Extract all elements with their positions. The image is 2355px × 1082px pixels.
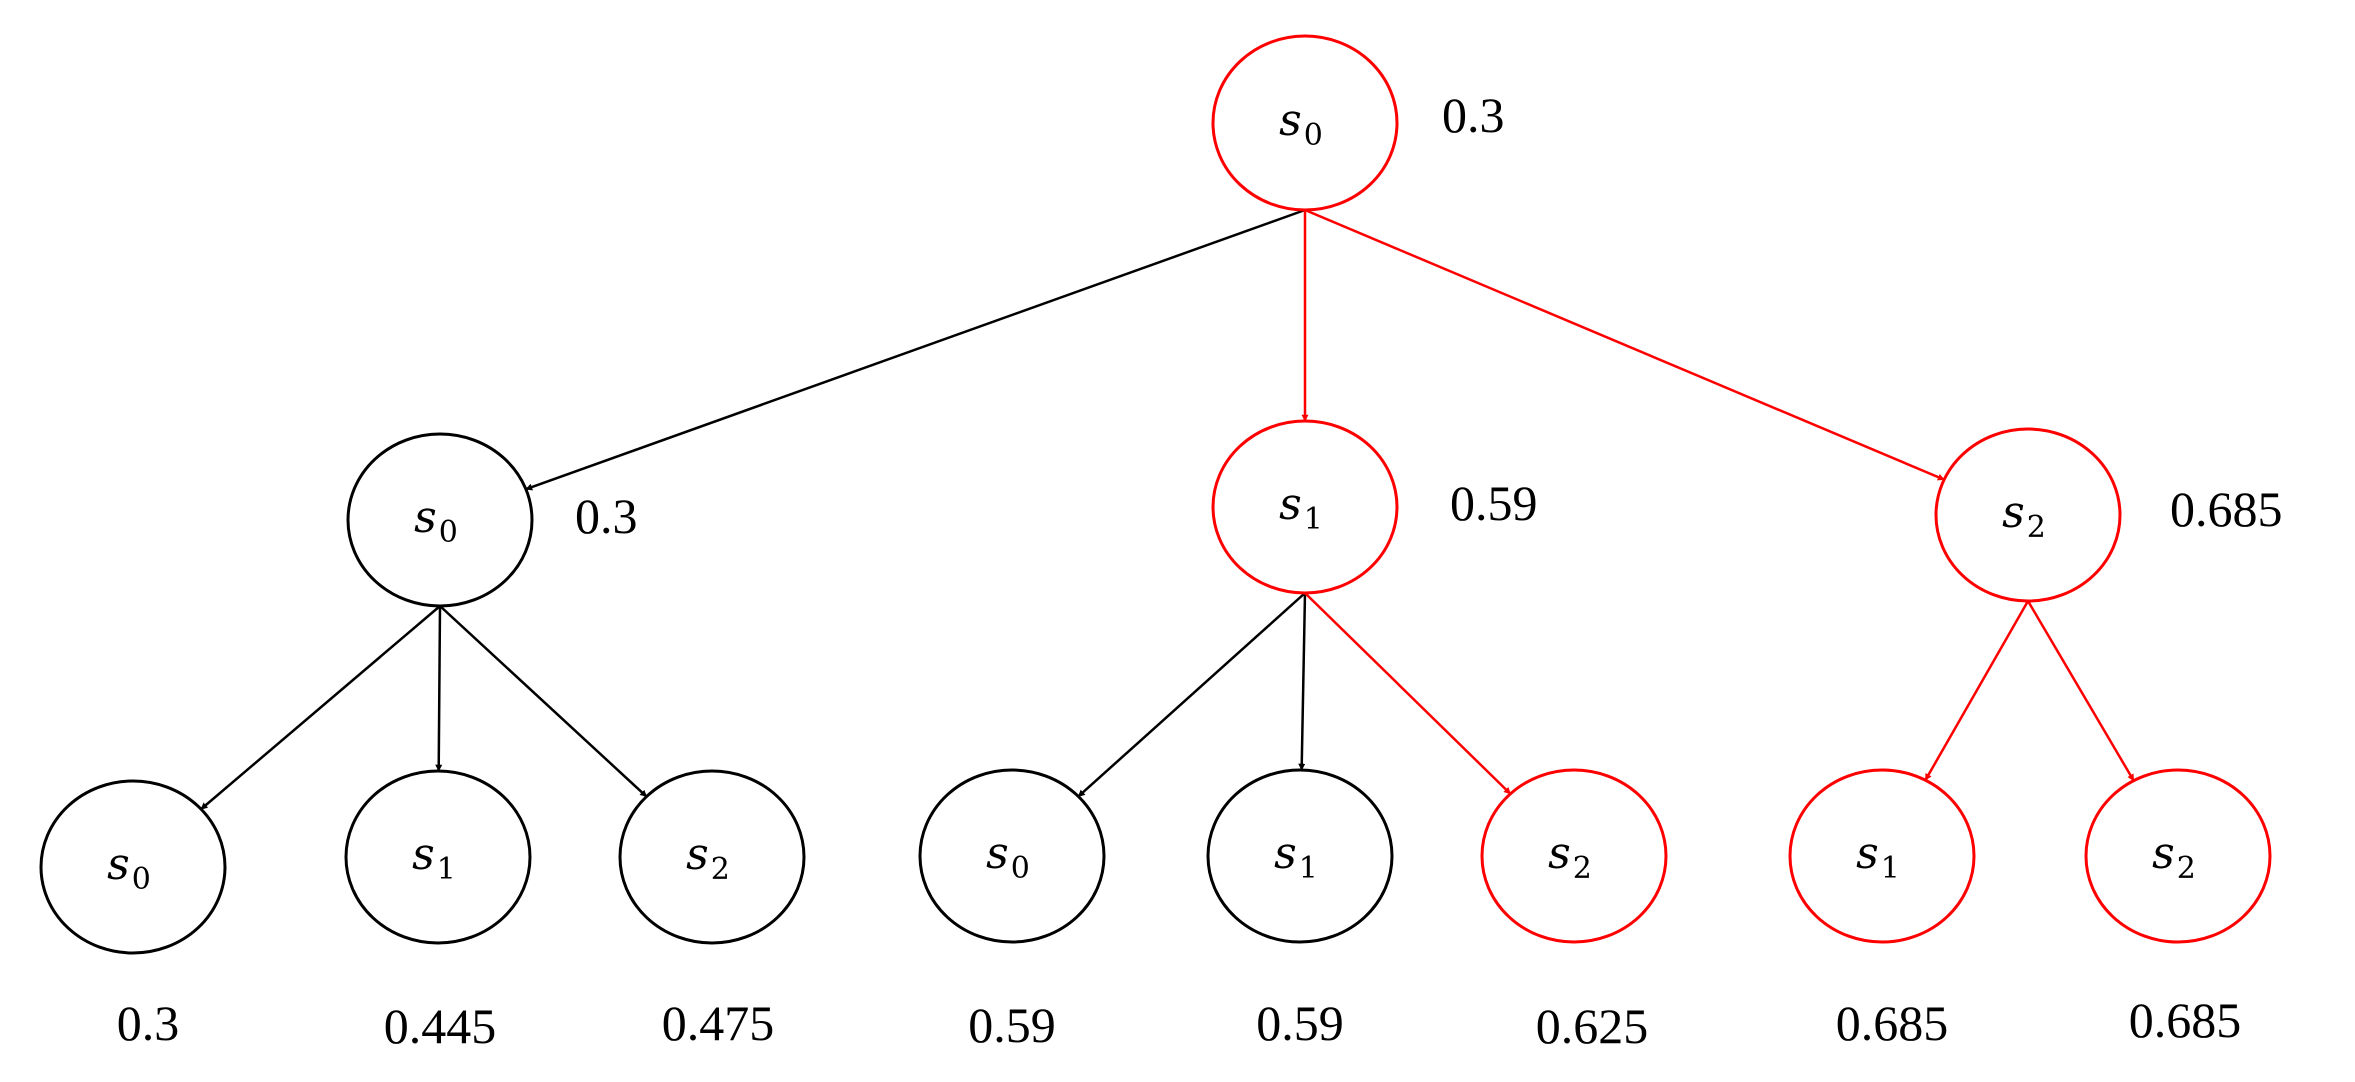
- node-state-label: s0: [986, 828, 1030, 886]
- edge-l1-a-to-l2-a2: [439, 605, 648, 798]
- node-l1-a: s0: [346, 432, 534, 608]
- node-ellipse: [618, 769, 806, 945]
- node-ellipse: [1480, 768, 1668, 944]
- node-state-symbol: s: [986, 828, 1009, 879]
- node-l2-a1: s1: [344, 769, 532, 945]
- node-ellipse: [1211, 34, 1399, 212]
- node-state-symbol: s: [412, 829, 435, 880]
- node-state-label: s1: [1274, 828, 1318, 886]
- node-value-l2-b2: 0.625: [1536, 998, 1649, 1054]
- node-ellipse: [918, 768, 1106, 944]
- node-state-symbol: s: [1274, 828, 1297, 879]
- node-state-label: s0: [1279, 95, 1323, 153]
- node-state-subscript: 2: [2027, 510, 2046, 545]
- node-l2-a2: s2: [618, 769, 806, 945]
- node-state-subscript: 1: [1304, 502, 1323, 537]
- node-state-label: s2: [1548, 828, 1592, 886]
- node-state-label: s2: [2152, 828, 2196, 886]
- node-ellipse: [1934, 427, 2122, 603]
- node-state-subscript: 2: [711, 852, 730, 887]
- node-ellipse: [346, 432, 534, 608]
- node-state-label: s1: [412, 829, 456, 887]
- node-l2-b0: s0: [918, 768, 1106, 944]
- edge-l1-b-to-l2-b2: [1304, 592, 1512, 795]
- node-l2-b1: s1: [1206, 768, 1394, 944]
- node-value-l2-c2: 0.685: [2129, 992, 2242, 1048]
- node-value-l2-a2: 0.475: [662, 995, 775, 1051]
- node-l2-c2: s2: [2084, 768, 2272, 944]
- node-ellipse: [1206, 768, 1394, 944]
- node-state-subscript: 0: [1011, 851, 1030, 886]
- node-state-label: s0: [414, 492, 458, 550]
- edge-root-to-l1-c: [1304, 208, 1945, 481]
- node-state-label: s1: [1856, 828, 1900, 886]
- node-state-subscript: 1: [1299, 851, 1318, 886]
- edge-l1-a-to-l2-a1: [435, 605, 443, 772]
- node-value-l1-a: 0.3: [575, 488, 638, 544]
- node-state-subscript: 0: [132, 862, 151, 897]
- edge-root-to-l1-a: [525, 208, 1306, 491]
- node-l2-c1: s1: [1788, 768, 1976, 944]
- node-l2-a0: s0: [39, 779, 227, 955]
- node-ellipse: [344, 769, 532, 945]
- node-state-symbol: s: [1548, 828, 1571, 879]
- node-value-l2-b0: 0.59: [968, 997, 1056, 1053]
- node-l2-b2: s2: [1480, 768, 1668, 944]
- values-layer: 0.3 0.3 0.59 0.685 0.3 0.445 0.475 0.59 0.59 0.62…: [117, 87, 2283, 1054]
- node-value-l2-a1: 0.445: [384, 998, 497, 1054]
- node-state-symbol: s: [686, 829, 709, 880]
- node-value-l2-b1: 0.59: [1256, 995, 1344, 1051]
- node-state-label: s1: [1279, 479, 1323, 537]
- node-state-symbol: s: [107, 839, 130, 890]
- node-state-symbol: s: [414, 492, 437, 543]
- node-ellipse: [2084, 768, 2272, 944]
- node-state-subscript: 0: [1304, 118, 1323, 153]
- edge-l1-c-to-l2-c2: [2026, 600, 2135, 782]
- node-ellipse: [39, 779, 227, 955]
- node-state-subscript: 2: [1573, 851, 1592, 886]
- node-state-symbol: s: [1856, 828, 1879, 879]
- node-state-symbol: s: [1279, 95, 1302, 146]
- node-state-symbol: s: [2152, 828, 2175, 879]
- node-l1-b: s1: [1211, 419, 1399, 595]
- node-state-label: s2: [686, 829, 730, 887]
- node-value-l2-c1: 0.685: [1836, 995, 1949, 1051]
- node-state-subscript: 1: [1881, 851, 1900, 886]
- edge-l1-c-to-l2-c1: [1924, 600, 2030, 781]
- node-state-subscript: 2: [2177, 851, 2196, 886]
- edges-layer: [200, 208, 2135, 811]
- node-state-subscript: 0: [439, 515, 458, 550]
- node-l1-c: s2: [1934, 427, 2122, 603]
- node-state-label: s0: [107, 839, 151, 897]
- node-value-root: 0.3: [1442, 87, 1505, 143]
- node-value-l2-a0: 0.3: [117, 995, 180, 1051]
- node-state-subscript: 1: [437, 852, 456, 887]
- edge-l1-b-to-l2-b0: [1077, 592, 1306, 798]
- node-ellipse: [1211, 419, 1399, 595]
- node-value-l1-b: 0.59: [1450, 475, 1538, 531]
- node-state-symbol: s: [1279, 479, 1302, 530]
- edge-l1-b-to-l2-b1: [1298, 592, 1307, 771]
- node-state-symbol: s: [2002, 487, 2025, 538]
- node-ellipse: [1788, 768, 1976, 944]
- edge-l1-a-to-l2-a0: [200, 605, 441, 811]
- node-root: s0: [1211, 34, 1399, 212]
- node-state-label: s2: [2002, 487, 2046, 545]
- node-value-l1-c: 0.685: [2170, 481, 2283, 537]
